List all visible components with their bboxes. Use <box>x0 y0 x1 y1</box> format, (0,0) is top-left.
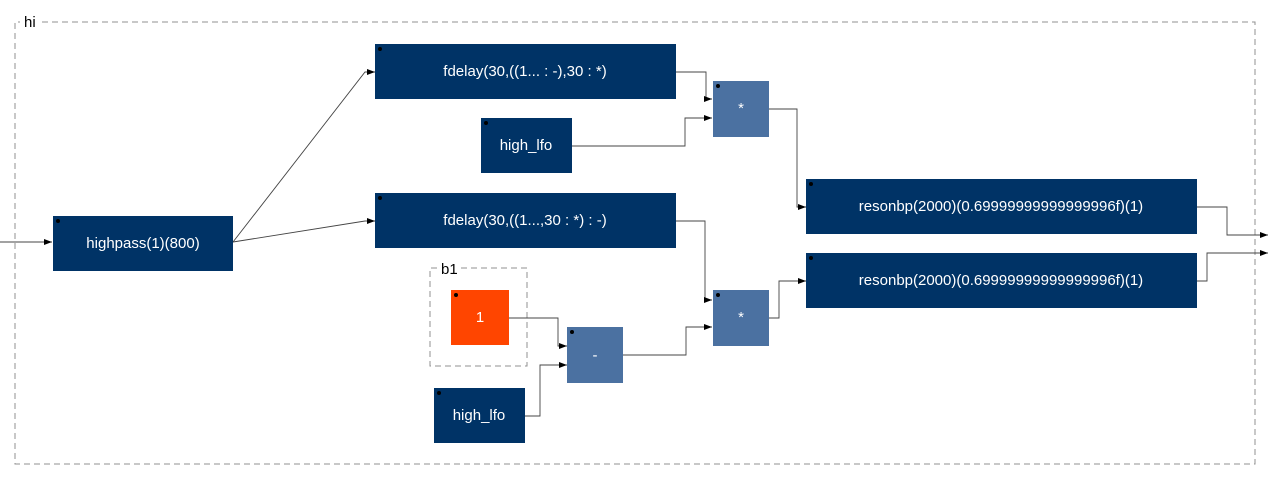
constant-one-block[interactable]: 1 <box>451 290 509 345</box>
minus-operator-label: - <box>593 347 598 364</box>
group-b1: b1 <box>429 261 528 367</box>
resonbp-top-block[interactable]: resonbp(2000)(0.69999999999999996f)(1) <box>806 179 1197 234</box>
group-hi-label: hi <box>24 14 36 31</box>
resonbp-bottom-label: resonbp(2000)(0.69999999999999996f)(1) <box>859 272 1143 289</box>
fdelay-bottom-label: fdelay(30,((1...,30 : *) : -) <box>443 212 606 229</box>
wires <box>0 69 1268 417</box>
fdelay-top-label: fdelay(30,((1... : -),30 : *) <box>443 63 606 80</box>
fdelay-bottom-block[interactable]: fdelay(30,((1...,30 : *) : -) <box>375 193 676 248</box>
high-lfo-bottom-block[interactable]: high_lfo <box>434 388 525 443</box>
group-b1-label: b1 <box>441 261 458 278</box>
multiply-bottom-block[interactable]: * <box>713 290 769 346</box>
high-lfo-bottom-label: high_lfo <box>453 407 506 424</box>
highpass-block[interactable]: highpass(1)(800) <box>53 216 233 271</box>
high-lfo-top-label: high_lfo <box>500 137 553 154</box>
fdelay-top-block[interactable]: fdelay(30,((1... : -),30 : *) <box>375 44 676 99</box>
group-hi: hi <box>14 14 1256 465</box>
resonbp-bottom-block[interactable]: resonbp(2000)(0.69999999999999996f)(1) <box>806 253 1197 308</box>
multiply-bottom-label: * <box>738 309 744 326</box>
highpass-label: highpass(1)(800) <box>86 235 199 252</box>
multiply-top-block[interactable]: * <box>713 81 769 137</box>
multiply-top-label: * <box>738 100 744 117</box>
constant-one-label: 1 <box>476 309 484 326</box>
high-lfo-top-block[interactable]: high_lfo <box>481 118 572 173</box>
resonbp-top-label: resonbp(2000)(0.69999999999999996f)(1) <box>859 198 1143 215</box>
minus-operator-block[interactable]: - <box>567 327 623 383</box>
